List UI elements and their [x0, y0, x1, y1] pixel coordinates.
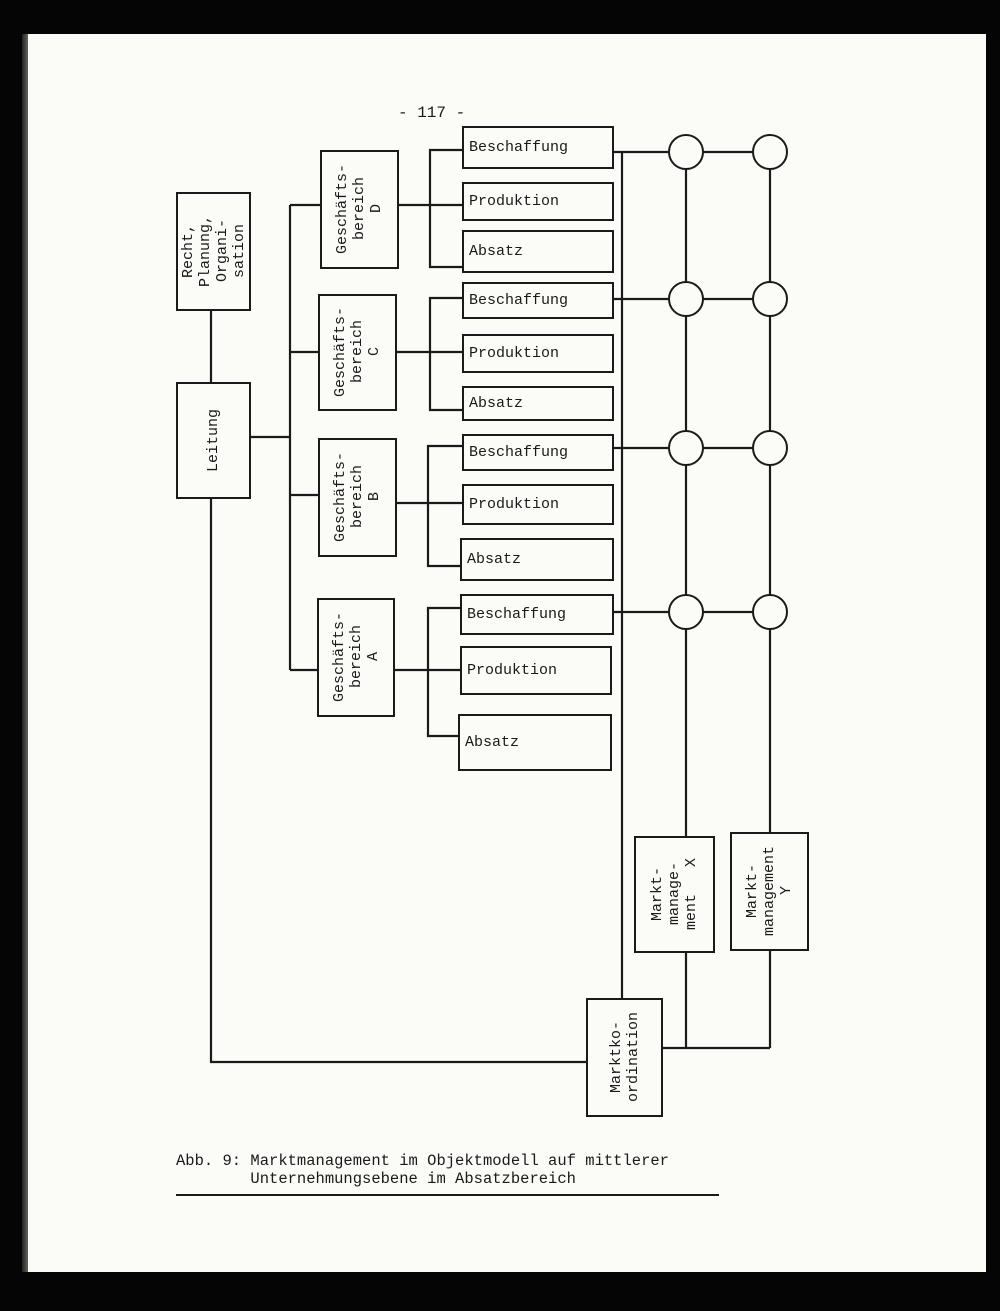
absatz-box-b: Absatz [460, 538, 614, 581]
function-label: Absatz [465, 734, 520, 751]
box-label: Recht, Planung, Organi- sation [179, 215, 248, 288]
leitung-box: Leitung [176, 382, 251, 499]
page-number: - 117 - [398, 104, 466, 122]
beschaffung-box-c: Beschaffung [462, 282, 614, 319]
function-label: Produktion [467, 662, 558, 679]
marktkoordination-box: Marktko- ordination [586, 998, 663, 1117]
produktion-box-c: Produktion [462, 334, 614, 373]
figure-caption: Abb. 9: Marktmanagement im Objektmodell … [176, 1152, 669, 1188]
absatz-box-a: Absatz [458, 714, 612, 771]
function-label: Produktion [469, 496, 560, 513]
caption-rule [176, 1194, 719, 1196]
box-label: Geschäfts- bereich A [330, 612, 382, 703]
marktmanagement-y-box: Markt- management Y [730, 832, 809, 951]
produktion-box-a: Produktion [460, 646, 612, 695]
function-label: Beschaffung [467, 606, 567, 623]
box-label: Markt- manage- ment X [649, 858, 700, 931]
produktion-box-d: Produktion [462, 182, 614, 221]
caption-line-2: Unternehmungsebene im Absatzbereich [176, 1170, 576, 1188]
matrix-node-circle [668, 281, 704, 317]
function-label: Produktion [469, 193, 560, 210]
box-label: Geschäfts- bereich B [332, 452, 383, 543]
function-label: Beschaffung [469, 444, 569, 461]
matrix-node-circle [752, 430, 788, 466]
box-label: Geschäfts- bereich D [334, 164, 385, 255]
absatz-box-d: Absatz [462, 230, 614, 273]
function-label: Absatz [469, 395, 524, 412]
geschaeftsbereich-b-box: Geschäfts- bereich B [318, 438, 397, 557]
function-label: Absatz [469, 243, 524, 260]
caption-line-1: Abb. 9: Marktmanagement im Objektmodell … [176, 1152, 669, 1170]
beschaffung-box-a: Beschaffung [460, 594, 614, 635]
matrix-node-circle [752, 281, 788, 317]
box-label: Marktko- ordination [607, 1012, 642, 1103]
beschaffung-box-b: Beschaffung [462, 434, 614, 471]
function-label: Beschaffung [469, 292, 569, 309]
recht-planung-organisation-box: Recht, Planung, Organi- sation [176, 192, 251, 311]
box-label: Leitung [205, 408, 222, 472]
marktmanagement-x-box: Markt- manage- ment X [634, 836, 715, 953]
box-label: Markt- management Y [744, 846, 795, 937]
produktion-box-b: Produktion [462, 484, 614, 525]
box-label: Geschäfts- bereich C [332, 307, 383, 398]
beschaffung-box-d: Beschaffung [462, 126, 614, 169]
matrix-node-circle [668, 594, 704, 630]
geschaeftsbereich-c-box: Geschäfts- bereich C [318, 294, 397, 411]
function-label: Absatz [467, 551, 522, 568]
matrix-node-circle [752, 134, 788, 170]
absatz-box-c: Absatz [462, 386, 614, 421]
matrix-node-circle [668, 430, 704, 466]
geschaeftsbereich-d-box: Geschäfts- bereich D [320, 150, 399, 269]
function-label: Produktion [469, 345, 560, 362]
line-leitung-marktkoordination [209, 498, 587, 1064]
function-label: Beschaffung [469, 139, 569, 156]
matrix-node-circle [668, 134, 704, 170]
geschaeftsbereich-a-box: Geschäfts- bereich A [317, 598, 395, 717]
matrix-node-circle [752, 594, 788, 630]
